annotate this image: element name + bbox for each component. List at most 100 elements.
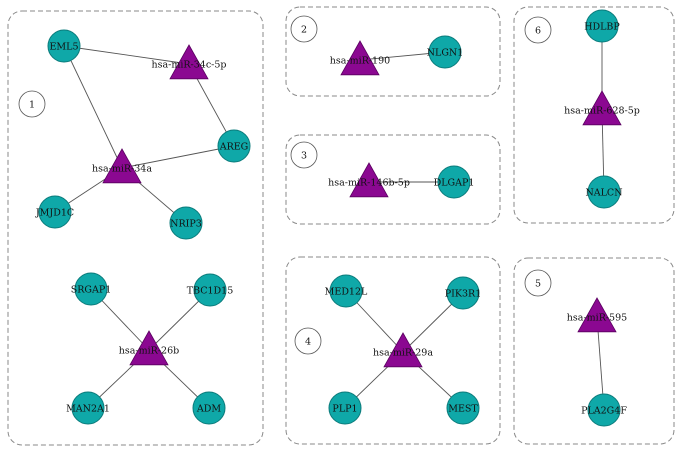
mirna-node-m190[interactable]: hsa-miR-190 [330, 40, 390, 76]
gene-circle [428, 35, 462, 69]
gene-node-ADM[interactable]: ADM [192, 391, 226, 425]
gene-node-NALCN[interactable]: NALCN [585, 175, 623, 209]
gene-circle [446, 276, 480, 310]
node-label: hsa-miR-190 [330, 56, 390, 67]
node-label: EML5 [49, 42, 78, 53]
mirna-triangle [383, 332, 423, 368]
gene-node-MED12L[interactable]: MED12L [325, 274, 368, 308]
mirna-node-m628[interactable]: hsa-miR-628-5p [564, 90, 640, 126]
gene-circle [193, 273, 227, 307]
edge-AREG-m34a [121, 145, 235, 169]
mirna-triangle [102, 148, 142, 184]
gene-node-SRGAP1[interactable]: SRGAP1 [71, 272, 112, 306]
module-number: 5 [535, 279, 541, 290]
node-label: TBC1D15 [187, 286, 234, 297]
mirna-triangle [349, 162, 389, 198]
gene-circle [437, 165, 471, 199]
module-number: 2 [301, 25, 307, 36]
node-label: PLA2G4F [581, 406, 627, 417]
gene-node-JMJD1C[interactable]: JMJD1C [35, 195, 74, 229]
mirna-node-m26b[interactable]: hsa-miR-26b [119, 330, 179, 366]
edge-EML5-m34c [63, 45, 190, 65]
gene-node-TBC1D15[interactable]: TBC1D15 [187, 273, 234, 307]
mirna-node-m34a[interactable]: hsa-miR-34a [92, 148, 152, 184]
edge-EML5-m34a [63, 45, 123, 169]
mirna-triangle [129, 330, 169, 366]
module-number: 4 [305, 337, 311, 348]
gene-circle [47, 29, 81, 63]
module-box [285, 134, 501, 225]
gene-circle [329, 274, 363, 308]
node-label: MEST [448, 404, 478, 415]
mirna-triangle [582, 90, 622, 126]
gene-circle [446, 391, 480, 425]
node-label: hsa-miR-29a [373, 348, 433, 359]
module-number-circle [524, 269, 552, 297]
gene-node-MEST[interactable]: MEST [446, 391, 480, 425]
node-label: hsa-miR-26b [119, 346, 179, 357]
node-label: NLGN1 [427, 48, 464, 59]
module-3: 3 hsa-miR-146b-5p DLGAP1 [285, 134, 501, 225]
module-box [285, 256, 501, 445]
module-number-circle [18, 90, 46, 118]
mirna-triangle [577, 297, 617, 333]
gene-circle [74, 272, 108, 306]
module-2: 2 hsa-miR-190 NLGN1 [285, 6, 501, 97]
gene-node-DLGAP1[interactable]: DLGAP1 [434, 165, 475, 199]
node-label: hsa-miR-34c-5p [151, 60, 226, 71]
mirna-node-m595[interactable]: hsa-miR-595 [567, 297, 627, 333]
node-label: hsa-miR-34a [92, 164, 152, 175]
module-number: 1 [29, 100, 35, 111]
gene-node-PLA2G4F[interactable]: PLA2G4F [581, 393, 627, 427]
node-label: hsa-miR-146b-5p [328, 178, 410, 189]
node-label: PIK3R1 [445, 289, 481, 300]
gene-node-AREG[interactable]: AREG [217, 129, 251, 163]
node-label: AREG [219, 142, 249, 153]
module-box [513, 6, 675, 224]
gene-circle [587, 393, 621, 427]
node-label: MED12L [325, 287, 368, 298]
gene-circle [192, 391, 226, 425]
mirna-node-m146b[interactable]: hsa-miR-146b-5p [328, 162, 410, 198]
module-number-circle [290, 141, 318, 169]
mirna-triangle [340, 40, 380, 76]
gene-circle [71, 391, 105, 425]
gene-circle [38, 195, 72, 229]
module-box [285, 6, 501, 97]
node-label: MAN2A1 [66, 404, 110, 415]
gene-circle [585, 9, 619, 43]
mirna-node-m29a[interactable]: hsa-miR-29a [373, 332, 433, 368]
gene-circle [328, 391, 362, 425]
gene-node-PIK3R1[interactable]: PIK3R1 [445, 276, 481, 310]
gene-node-NLGN1[interactable]: NLGN1 [427, 35, 464, 69]
module-number-circle [294, 327, 322, 355]
node-label: hsa-miR-595 [567, 313, 627, 324]
node-label: JMJD1C [35, 208, 74, 219]
node-label: NRIP3 [170, 219, 202, 230]
module-number-circle [524, 16, 552, 44]
module-number-circle [290, 15, 318, 43]
gene-node-MAN2A1[interactable]: MAN2A1 [66, 391, 110, 425]
gene-node-NRIP3[interactable]: NRIP3 [169, 206, 203, 240]
node-label: ADM [196, 404, 221, 415]
gene-circle [217, 129, 251, 163]
gene-node-EML5[interactable]: EML5 [47, 29, 81, 63]
node-label: SRGAP1 [71, 285, 112, 296]
mirna-node-m34c[interactable]: hsa-miR-34c-5p [151, 44, 227, 80]
node-label: NALCN [585, 188, 622, 199]
gene-node-PLP1[interactable]: PLP1 [328, 391, 362, 425]
mirna-triangle [169, 44, 209, 80]
node-label: DLGAP1 [434, 178, 475, 189]
gene-circle [169, 206, 203, 240]
node-label: HDLBP [584, 22, 620, 33]
gene-node-HDLBP[interactable]: HDLBP [584, 9, 620, 43]
module-box [513, 257, 675, 445]
module-number: 6 [535, 26, 541, 37]
module-number: 3 [301, 151, 307, 162]
